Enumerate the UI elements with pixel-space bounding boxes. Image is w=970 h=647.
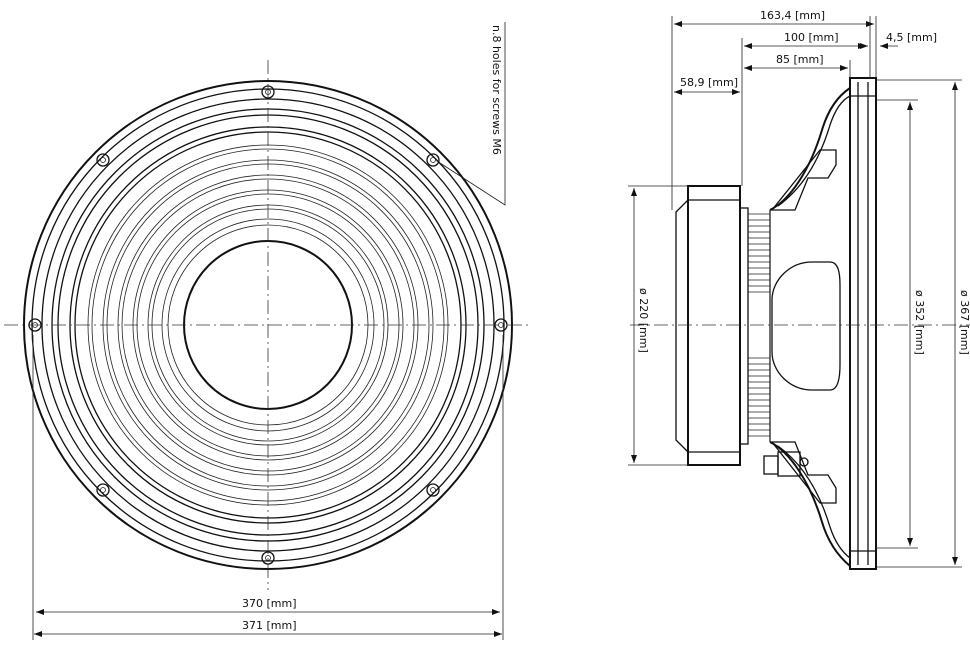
front-view: n.8 holes for screws M6 370 [mm] 371 [mm… [4,22,532,640]
magnet-assembly [675,185,749,466]
flange-outer [849,77,877,570]
dim-220-label: ø 220 [mm] [637,288,650,353]
basket-window-top [770,149,837,211]
dim-4-5-label: 4,5 [mm] [886,31,937,44]
basket [763,87,851,567]
dim-371-label: 371 [mm] [242,619,297,632]
terminal-screw [799,457,809,467]
holes-note-label: n.8 holes for screws M6 [490,25,503,155]
dim-370-label: 370 [mm] [242,597,297,610]
cooling-fins [748,210,771,442]
screw-hole [96,483,110,497]
basket-window-middle [771,261,841,391]
dim-100-label: 100 [mm] [784,31,839,44]
dim-163-label: 163,4 [mm] [760,9,825,22]
basket-bottom-edge [769,441,851,567]
basket-window-bottom [770,441,837,504]
dim-58-9-label: 58,9 [mm] [680,76,738,89]
screw-hole [426,153,440,167]
back-plate [675,198,689,454]
screw-hole [426,483,440,497]
front-plate [739,207,749,445]
magnet-ring [687,185,741,466]
dim-352-label: ø 352 [mm] [913,290,926,355]
screw-hole [96,153,110,167]
side-view: 163,4 [mm] 100 [mm] 4,5 [mm] 85 [mm] 58,… [628,9,970,570]
basket-top-edge [769,87,851,211]
terminal-connector [763,455,779,475]
dim-85-label: 85 [mm] [776,53,824,66]
dim-367-label: ø 367 [mm] [958,290,970,355]
holes-leader-line [439,22,506,206]
front-flange [849,77,877,570]
